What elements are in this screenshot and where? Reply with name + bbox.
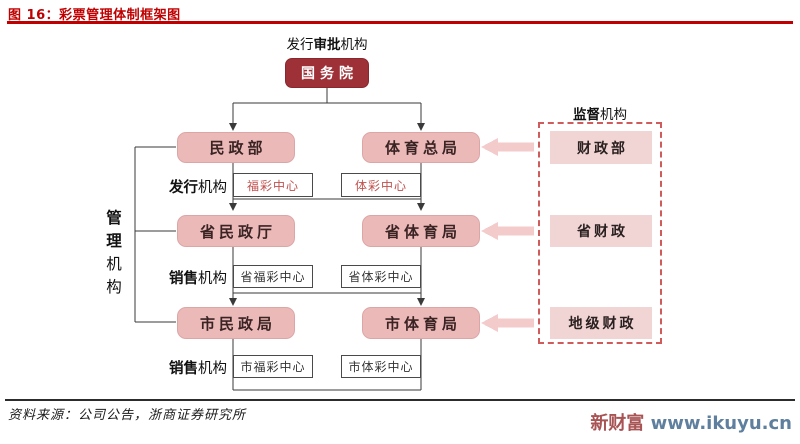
node-sports-admin: 体育总局 [362, 132, 480, 163]
management-orgs-label: 管理机构 [104, 207, 124, 299]
supervision-label-bold: 监督 [573, 107, 600, 123]
watermark-site: www.ikuyu.cn [650, 413, 792, 434]
sales-label-rest: 机构 [198, 271, 227, 287]
management-label-bold: 管理 [106, 209, 122, 250]
node-civil-ministry: 民政部 [177, 132, 295, 163]
management-bracket [134, 146, 176, 323]
arrowhead-down-icon [417, 203, 425, 211]
node-finance-ministry: 财政部 [550, 131, 652, 164]
node-prefecture-finance: 地级财政 [550, 307, 652, 339]
supervision-orgs-label: 监督机构 [538, 103, 662, 123]
supervision-arrow-icon [481, 314, 534, 332]
title-underline [7, 21, 793, 24]
node-prov-sports-center: 省体彩中心 [341, 265, 421, 288]
watermark-brand: 新财富 [590, 413, 645, 434]
issuance-label-bold: 发行 [169, 180, 198, 196]
approval-label-part: 机构 [340, 37, 368, 53]
figure-bottom-border [5, 399, 795, 401]
supervision-label-rest: 机构 [600, 107, 627, 123]
sales-orgs-label-provincial: 销售机构 [147, 267, 227, 288]
management-label-rest: 机构 [106, 255, 122, 296]
arrowhead-down-icon [417, 123, 425, 131]
node-sports-lottery-center: 体彩中心 [341, 173, 421, 197]
node-city-civil-bureau: 市民政局 [177, 307, 295, 339]
supervision-arrow-icon [481, 222, 534, 240]
supervision-dashed-frame [538, 122, 662, 344]
arrowhead-down-icon [417, 298, 425, 306]
sales-label-bold: 销售 [169, 361, 198, 377]
source-note: 资料来源：公司公告，浙商证券研究所 [8, 408, 247, 423]
figure-title: 图 16：彩票管理体制框架图 [8, 8, 181, 23]
sales-label-rest: 机构 [198, 361, 227, 377]
issuance-orgs-label: 发行机构 [147, 176, 227, 197]
supervision-arrow-icon [481, 138, 534, 156]
arrowhead-down-icon [229, 203, 237, 211]
watermark: 新财富 www.ikuyu.cn [590, 409, 792, 435]
approval-authority-label: 发行审批机构 [245, 33, 409, 53]
node-welfare-lottery-center: 福彩中心 [233, 173, 313, 197]
node-city-sports-center: 市体彩中心 [341, 355, 421, 378]
node-city-sports-bureau: 市体育局 [362, 307, 480, 339]
node-city-welfare-center: 市福彩中心 [233, 355, 313, 378]
sales-label-bold: 销售 [169, 271, 198, 287]
approval-label-bold: 审批 [313, 37, 341, 53]
sales-orgs-label-city: 销售机构 [147, 357, 227, 378]
arrowhead-down-icon [229, 298, 237, 306]
approval-label-part: 发行 [286, 37, 314, 53]
arrowhead-down-icon [229, 123, 237, 131]
node-prov-welfare-center: 省福彩中心 [233, 265, 313, 288]
node-provincial-sports-bureau: 省体育局 [362, 215, 480, 247]
node-state-council: 国务院 [285, 58, 369, 88]
issuance-label-rest: 机构 [198, 180, 227, 196]
node-provincial-civil-dept: 省民政厅 [177, 215, 295, 247]
node-provincial-finance: 省财政 [550, 215, 652, 247]
